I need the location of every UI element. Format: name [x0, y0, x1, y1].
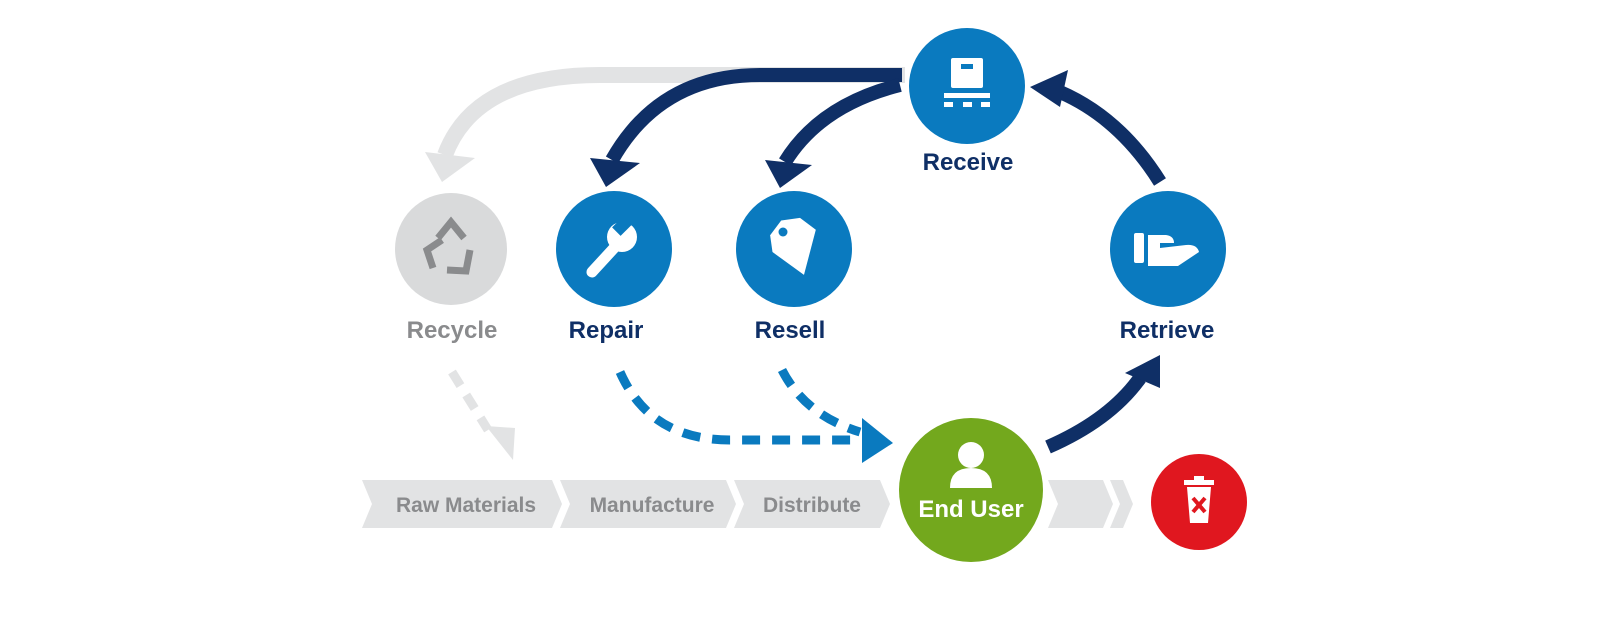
node-end-user-label: End User: [918, 496, 1023, 523]
node-recycle-label: Recycle: [407, 317, 498, 344]
node-retrieve: Retrieve: [1110, 191, 1226, 344]
arrow-repair-to-enduser: [615, 370, 862, 445]
chevron-manufacture-label: Manufacture: [590, 494, 715, 517]
node-repair-label: Repair: [569, 317, 644, 344]
chevron-raw-materials: Raw Materials: [362, 480, 562, 528]
arrow-enduser-to-retrieve-head: [1125, 355, 1160, 388]
user-icon: [950, 442, 992, 488]
open-hand-icon: [1134, 233, 1199, 266]
recycle-icon: [422, 216, 474, 275]
arrow-retrieve-to-receive-head: [1030, 70, 1068, 107]
pallet-box-icon: [944, 58, 990, 107]
arrow-receive-to-resell: [779, 78, 902, 166]
arrow-to-enduser-head: [862, 418, 893, 463]
price-tag-icon: [770, 217, 816, 275]
node-resell-label: Resell: [755, 317, 826, 344]
arrow-receive-to-recycle: [437, 67, 905, 158]
node-recycle: Recycle: [395, 193, 507, 344]
node-receive-label: Receive: [923, 149, 1014, 176]
arrow-resell-to-enduser: [777, 367, 862, 437]
arrow-receive-to-repair: [605, 68, 902, 164]
node-receive: Receive: [909, 28, 1025, 176]
trash-can-x-icon: [1184, 476, 1214, 523]
node-resell: Resell: [736, 191, 852, 344]
arrow-receive-to-resell-head: [765, 160, 812, 188]
arrow-recycle-to-raw-materials: [448, 369, 492, 433]
chevron-post-use-1: [1048, 480, 1113, 528]
chevron-distribute-label: Distribute: [763, 494, 861, 517]
chevron-distribute: Distribute: [734, 480, 890, 528]
arrow-receive-to-repair-head: [590, 158, 640, 187]
arrow-recycle-to-raw-materials-head: [486, 426, 515, 460]
arrow-receive-to-recycle-head: [425, 152, 475, 182]
wrench-icon: [586, 216, 637, 278]
node-end-user: End User: [899, 418, 1043, 562]
node-repair: Repair: [556, 191, 672, 344]
arrow-retrieve-to-receive: [1057, 85, 1166, 186]
chevron-manufacture: Manufacture: [560, 480, 736, 528]
node-disposal: [1151, 454, 1247, 550]
node-retrieve-label: Retrieve: [1120, 317, 1215, 344]
chevron-post-use-2: [1110, 480, 1133, 528]
chevron-raw-materials-label: Raw Materials: [396, 494, 536, 517]
arrow-enduser-to-retrieve: [1045, 373, 1146, 454]
